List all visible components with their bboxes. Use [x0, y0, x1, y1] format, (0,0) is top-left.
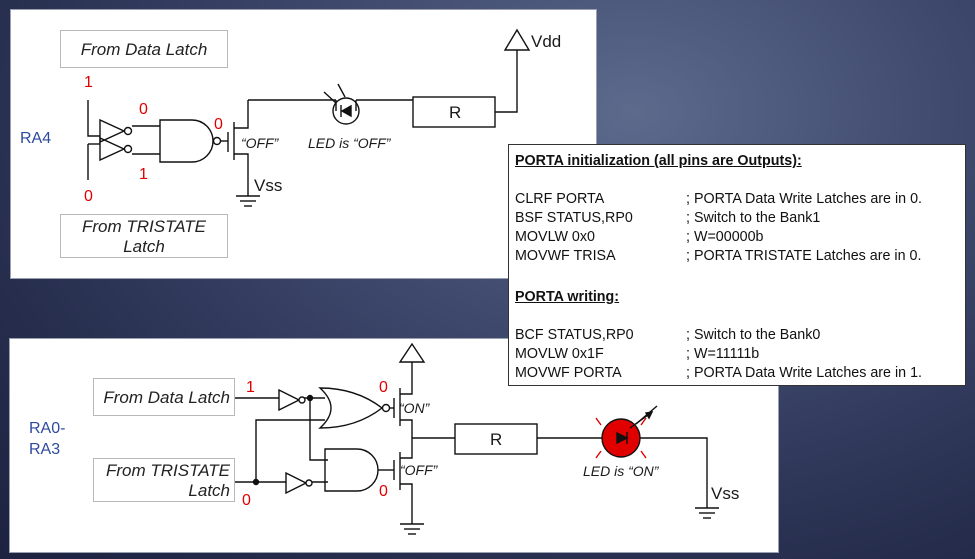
bottom-nor-gate [318, 387, 384, 429]
bottom-port-label-line2: RA3 [29, 441, 61, 458]
top-input-wires [87, 100, 160, 180]
top-nmos-transistor [221, 100, 249, 196]
bottom-vdd-symbol [398, 342, 426, 363]
code-comment: ; Switch to the Bank1 [686, 210, 821, 226]
top-tristate-latch-label: From TRISTATE Latch [81, 217, 207, 256]
init-heading: PORTA initialization (all pins are Outpu… [515, 153, 802, 169]
top-wire-to-vdd [495, 50, 518, 113]
bottom-tristate-latch-box: From TRISTATE Latch [93, 458, 235, 502]
top-data-latch-box: From Data Latch [60, 30, 228, 68]
bottom-inverter-lower [285, 471, 313, 495]
top-and-gate [159, 119, 214, 163]
bottom-tristate-line2: Latch [188, 481, 230, 500]
bottom-tristate-line1: From TRISTATE [105, 461, 230, 480]
code-comment: ; W=00000b [686, 229, 764, 245]
bottom-port-label-line1: RA0- [29, 420, 66, 437]
bottom-and-gate [324, 448, 379, 492]
bottom-pmos-transistor [390, 362, 413, 438]
top-input-tristate-value: 0 [84, 188, 93, 205]
code-command: BSF STATUS,RP0 [515, 210, 633, 226]
top-inverter-lower [99, 136, 133, 162]
code-comment: ; W=11111b [686, 346, 760, 362]
bottom-wire-to-vss [640, 437, 708, 508]
code-command: MOVWF TRISA [515, 248, 616, 264]
top-data-latch-label: From Data Latch [80, 40, 208, 59]
code-command: MOVLW 0x1F [515, 346, 604, 362]
bottom-nmos-transistor [378, 438, 413, 524]
bottom-nor-output-value: 0 [379, 379, 388, 396]
top-led-off [323, 83, 360, 125]
code-comment: ; PORTA TRISTATE Latches are in 0. [686, 248, 922, 264]
bottom-ground-symbol-left [400, 523, 424, 535]
bottom-led-on [595, 405, 658, 459]
code-command: CLRF PORTA [515, 191, 605, 207]
bottom-resistor-label: R [490, 430, 503, 449]
write-heading: PORTA writing: [515, 289, 620, 305]
bottom-data-latch-label: From Data Latch [103, 388, 230, 407]
top-inverter-out-top: 0 [139, 101, 148, 118]
code-comment: ; PORTA Data Write Latches are in 1. [686, 365, 923, 381]
top-inverter-out-bottom: 1 [139, 166, 148, 183]
top-vdd-label: Vdd [531, 32, 562, 51]
bottom-ground-symbol-right [695, 507, 719, 519]
top-resistor-label: R [449, 103, 462, 122]
top-inverter-upper [99, 118, 133, 144]
top-vss-label: Vss [254, 176, 283, 195]
code-command: MOVWF PORTA [515, 365, 622, 381]
code-comment: ; PORTA Data Write Latches are in 0. [686, 191, 923, 207]
bottom-input-data-value: 1 [246, 379, 255, 396]
top-transistor-state: “OFF” [241, 135, 279, 151]
code-comment: ; Switch to the Bank0 [686, 327, 821, 343]
bottom-input-tristate-value: 0 [242, 492, 251, 509]
bottom-resistor [454, 423, 538, 455]
code-command: MOVLW 0x0 [515, 229, 595, 245]
bottom-inverter-upper [278, 388, 306, 412]
top-input-data-value: 1 [84, 74, 93, 91]
bottom-led-state: LED is “ON” [583, 463, 659, 479]
top-gate-output-value: 0 [214, 116, 223, 133]
code-command: BCF STATUS,RP0 [515, 327, 634, 343]
bottom-nor-bubble [381, 403, 391, 413]
bottom-nmos-state: “OFF” [400, 462, 438, 478]
top-tristate-latch-box: From TRISTATE Latch [60, 214, 228, 258]
bottom-vss-label: Vss [711, 484, 740, 503]
bottom-input-wires [234, 397, 328, 483]
top-ground-symbol [236, 195, 260, 207]
top-resistor [412, 96, 496, 128]
top-led-state: LED is “OFF” [308, 135, 391, 151]
bottom-and-output-value: 0 [379, 483, 388, 500]
code-listing: PORTA initialization (all pins are Outpu… [508, 144, 966, 386]
top-vdd-symbol [503, 28, 531, 51]
bottom-data-latch-box: From Data Latch [93, 378, 235, 416]
bottom-pmos-state: “ON” [399, 400, 430, 416]
top-port-label: RA4 [20, 130, 52, 147]
top-and-gate-bubble [212, 136, 222, 146]
